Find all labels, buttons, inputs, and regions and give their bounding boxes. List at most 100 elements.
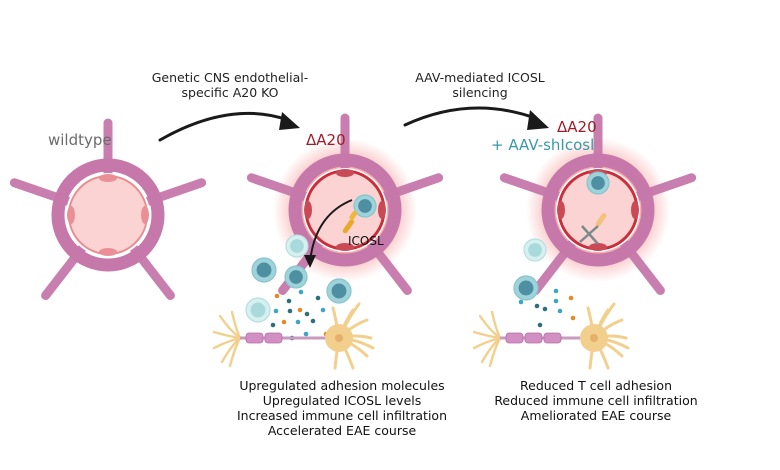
- t-cell: [285, 234, 309, 258]
- endothelial-nucleus: [67, 206, 75, 224]
- endothelial-nucleus: [99, 248, 117, 256]
- endothelial-nucleus: [589, 243, 607, 251]
- t-cell-adherent: [353, 194, 377, 218]
- endothelial-nucleus: [99, 174, 117, 182]
- cytokine-dot: [297, 307, 303, 313]
- cytokine-dot: [553, 288, 559, 294]
- transition-arrow-1-head: [279, 112, 300, 130]
- axon-terminal: [228, 336, 242, 368]
- myelin-sheath: [505, 332, 524, 344]
- transition-arrow-1: [158, 111, 290, 142]
- icosl-label: ICOSL: [348, 234, 384, 248]
- endothelial-nucleus: [378, 201, 386, 219]
- ko-outcome-item: Upregulated ICOSL levels: [262, 393, 422, 408]
- transition-1-label: Genetic CNS endothelial- specific A20 KO: [150, 70, 310, 100]
- cytokine-dot: [287, 308, 293, 314]
- vessel-a20-ko-shicosl: [499, 113, 697, 295]
- cytokine-dot: [270, 322, 276, 328]
- t-cell: [523, 238, 547, 262]
- silenced-icosl-molecule: [595, 213, 607, 227]
- transition-2-line2: silencing: [452, 85, 508, 100]
- t-cell: [326, 278, 352, 304]
- rescue-outcome-item: Reduced T cell adhesion: [520, 378, 672, 393]
- cytokine-dot: [570, 315, 576, 321]
- vessel-wildtype: [9, 118, 207, 300]
- neuron-demyelinated: [212, 302, 375, 370]
- myelin-sheath: [543, 332, 562, 344]
- cytokine-dot: [518, 299, 524, 305]
- blocked-x-icon: [579, 225, 599, 243]
- endothelial-nucleus: [141, 206, 149, 224]
- astrocyte-endfeet-ring: [541, 153, 655, 267]
- transition-1-line2: specific A20 KO: [181, 85, 279, 100]
- t-cell-nucleus: [358, 199, 372, 213]
- myelin-sheath: [524, 332, 543, 344]
- blocked-x-icon: [581, 225, 599, 245]
- transition-arrow-2-head: [527, 110, 549, 130]
- cytokine-dot: [303, 331, 309, 337]
- cytokine-dot: [557, 308, 563, 314]
- neuron-protected: [472, 302, 630, 370]
- ko-outcomes: Upregulated adhesion molecules Upregulat…: [222, 378, 462, 438]
- cytokine-dot: [542, 306, 548, 312]
- t-cell-nucleus: [290, 239, 304, 253]
- transition-2-line1: AAV-mediated ICOSL: [415, 70, 545, 85]
- icosl-molecule: [342, 219, 355, 234]
- t-cell-nucleus: [528, 243, 542, 257]
- cytokine-dot: [537, 322, 543, 328]
- transition-2-label: AAV-mediated ICOSL silencing: [405, 70, 555, 100]
- endothelial-nucleus: [336, 169, 354, 177]
- endothelial-nucleus: [557, 201, 565, 219]
- t-cell: [251, 257, 277, 283]
- t-cell-nucleus: [331, 283, 347, 299]
- ko-outcome-item: Accelerated EAE course: [267, 423, 417, 438]
- cytokine-dot: [273, 308, 279, 314]
- t-cell-nucleus: [289, 270, 303, 284]
- transition-arrow-2: [403, 106, 537, 127]
- cytokine-dot: [534, 303, 540, 309]
- cytokine-dot: [274, 293, 280, 299]
- transmigration-arrow: [309, 199, 353, 263]
- t-cell-adherent: [586, 171, 610, 195]
- astrocyte-endfeet-ring: [288, 153, 402, 267]
- myelin-sheath: [245, 332, 264, 344]
- t-cell-nucleus: [518, 280, 534, 296]
- t-cell-nucleus: [250, 302, 266, 318]
- endothelial-nucleus: [304, 201, 312, 219]
- wildtype-label: wildtype: [48, 131, 112, 149]
- rescue-outcome-item: Ameliorated EAE course: [520, 408, 672, 423]
- cytokine-dot: [315, 295, 321, 301]
- neuron-nucleus: [335, 334, 343, 342]
- endothelial-nucleus: [631, 201, 639, 219]
- t-cell: [245, 297, 271, 323]
- neuron-nucleus: [590, 334, 598, 342]
- vessel-a20-ko: [246, 113, 444, 295]
- t-cell-nucleus: [591, 176, 605, 190]
- cytokine-dot: [286, 298, 292, 304]
- ko-label: ΔA20: [306, 131, 346, 149]
- cytokine-dot: [298, 289, 304, 295]
- endothelial-nucleus: [336, 243, 354, 251]
- axon-terminal: [490, 310, 502, 340]
- cytokine-dot: [310, 318, 316, 324]
- t-cell: [513, 275, 539, 301]
- ko-outcome-item: Increased immune cell infiltration: [236, 408, 447, 423]
- cytokine-dot: [553, 298, 559, 304]
- axon-terminal: [230, 310, 242, 340]
- transmigration-arrow-head: [304, 255, 316, 268]
- rescue-shrna-label: + AAV-shIcosl: [491, 136, 595, 154]
- myelin-sheath: [264, 332, 283, 344]
- ko-outcome-item: Upregulated adhesion molecules: [239, 378, 445, 393]
- cytokine-dot: [295, 319, 301, 325]
- rescue-outcome-item: Reduced immune cell infiltration: [494, 393, 698, 408]
- t-cell-nucleus: [256, 262, 272, 278]
- vessel-lumen: [68, 175, 148, 255]
- t-cell: [284, 265, 308, 289]
- cytokine-dot: [568, 295, 574, 301]
- astrocyte-endfeet-ring: [51, 158, 165, 272]
- cytokine-dot: [281, 319, 287, 325]
- cytokine-dot: [304, 311, 310, 317]
- rescue-outcomes: Reduced T cell adhesion Reduced immune c…: [476, 378, 716, 423]
- cytokine-dot: [320, 307, 326, 313]
